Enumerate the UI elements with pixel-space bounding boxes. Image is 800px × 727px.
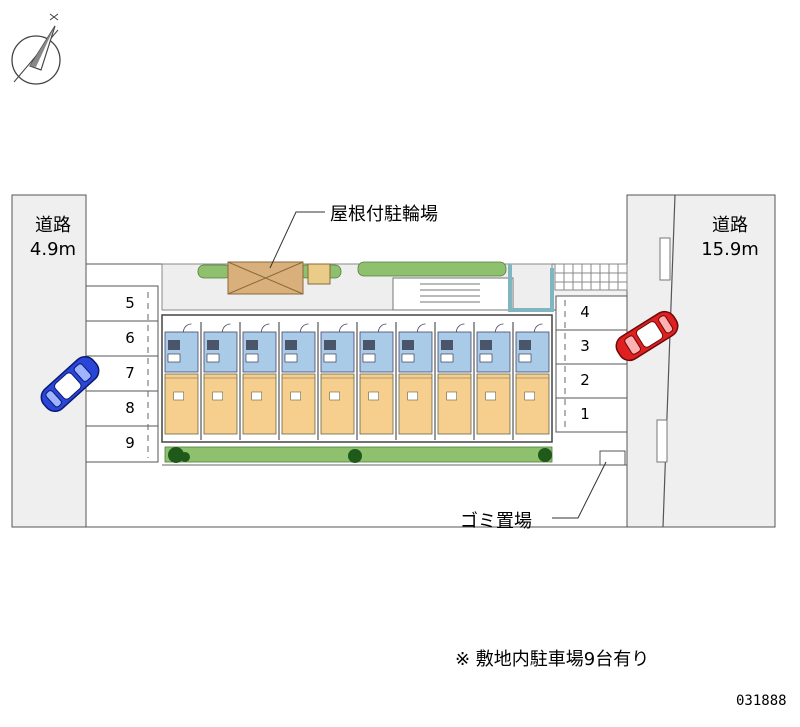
road-right	[626, 194, 776, 528]
parking-number: 7	[125, 364, 135, 382]
parking-number: 6	[125, 329, 135, 347]
apartment-unit	[473, 322, 511, 440]
fence-grid	[554, 263, 628, 291]
shrubs	[168, 447, 552, 463]
road-left-name: 道路	[35, 215, 71, 236]
apartment-building	[161, 314, 553, 443]
road-right-name: 道路	[712, 215, 748, 236]
bicycle-shed	[227, 261, 331, 295]
north-compass-icon	[11, 13, 61, 85]
apartment-unit	[512, 322, 550, 440]
parking-number: 5	[125, 294, 135, 312]
road-right-label: 道路 15.9m	[690, 214, 770, 262]
garbage-area	[599, 450, 626, 466]
road-left	[11, 194, 87, 528]
blue-car-icon	[40, 356, 100, 412]
apartment-unit	[200, 322, 238, 440]
bicycle-parking-label: 屋根付駐輪場	[330, 204, 438, 225]
property-code: 031888	[736, 693, 787, 709]
apartment-unit	[239, 322, 277, 440]
apartment-unit	[317, 322, 355, 440]
apartment-unit	[278, 322, 316, 440]
red-car-icon	[615, 310, 679, 362]
parking-number: 3	[580, 337, 590, 355]
parking-number: 8	[125, 399, 135, 417]
parking-number: 4	[580, 303, 590, 321]
parking-number: 1	[580, 405, 590, 423]
road-right-width: 15.9m	[701, 239, 759, 260]
apartment-unit	[434, 322, 472, 440]
road-left-width: 4.9m	[29, 239, 77, 260]
road-left-label: 道路 4.9m	[22, 214, 84, 262]
parking-number: 2	[580, 371, 590, 389]
apartment-unit	[164, 323, 199, 435]
parking-number: 9	[125, 434, 135, 452]
apartment-unit	[356, 322, 394, 440]
parking-footnote: ※ 敷地内駐車場9台有り	[455, 649, 650, 670]
garbage-label: ゴミ置場	[460, 511, 532, 532]
apartment-unit	[395, 322, 433, 440]
